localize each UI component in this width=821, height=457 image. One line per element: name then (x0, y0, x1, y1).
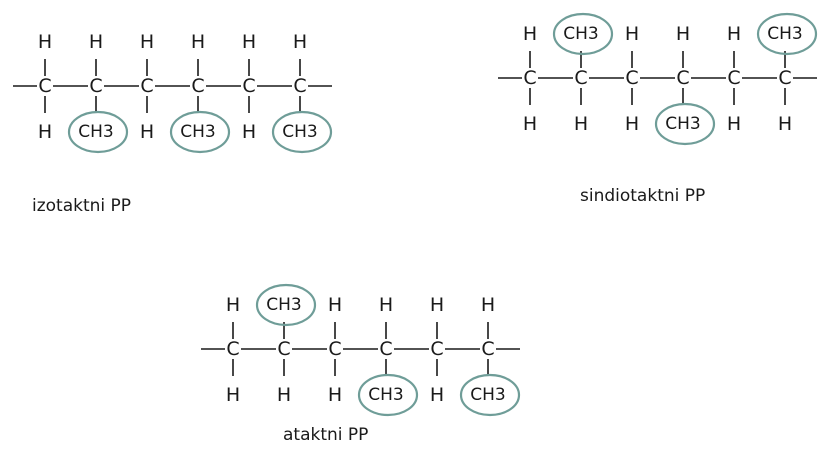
hydrogen-atom: H (625, 113, 639, 135)
methyl-highlight-circle (169, 110, 231, 154)
hydrogen-atom: H (727, 113, 741, 135)
methyl-group: CH3 (470, 385, 505, 405)
carbon-atom: C (89, 75, 102, 97)
methyl-highlight-circle (357, 373, 419, 417)
methyl-highlight-circle (654, 102, 716, 146)
methyl-group: CH3 (563, 24, 598, 44)
methyl-highlight-circle (271, 110, 333, 154)
methyl-highlight-circle (459, 373, 521, 417)
carbon-atom: C (676, 67, 689, 89)
hydrogen-atom: H (38, 121, 52, 143)
methyl-group: CH3 (665, 114, 700, 134)
methyl-group: CH3 (78, 122, 113, 142)
hydrogen-atom: H (89, 31, 103, 53)
hydrogen-atom: H (430, 294, 444, 316)
hydrogen-atom: H (293, 31, 307, 53)
hydrogen-atom: H (328, 294, 342, 316)
methyl-highlight-circle (552, 12, 614, 56)
atactic-caption: ataktni PP (283, 425, 369, 445)
carbon-atom: C (328, 338, 341, 360)
hydrogen-atom: H (277, 384, 291, 406)
carbon-atom: C (277, 338, 290, 360)
hydrogen-atom: H (38, 31, 52, 53)
carbon-atom: C (38, 75, 51, 97)
methyl-highlight-circle (756, 12, 818, 56)
hydrogen-atom: H (328, 384, 342, 406)
hydrogen-atom: H (140, 121, 154, 143)
hydrogen-atom: H (523, 23, 537, 45)
carbon-atom: C (293, 75, 306, 97)
hydrogen-atom: H (191, 31, 205, 53)
hydrogen-atom: H (226, 294, 240, 316)
methyl-group: CH3 (368, 385, 403, 405)
hydrogen-atom: H (430, 384, 444, 406)
hydrogen-atom: H (574, 113, 588, 135)
methyl-group: CH3 (180, 122, 215, 142)
carbon-atom: C (191, 75, 204, 97)
carbon-atom: C (778, 67, 791, 89)
methyl-group: CH3 (767, 24, 802, 44)
syndiotactic-caption: sindiotaktni PP (580, 186, 706, 206)
hydrogen-atom: H (625, 23, 639, 45)
hydrogen-atom: H (481, 294, 495, 316)
hydrogen-atom: H (676, 23, 690, 45)
isotactic-caption: izotaktni PP (32, 196, 132, 216)
hydrogen-atom: H (242, 121, 256, 143)
hydrogen-atom: H (523, 113, 537, 135)
methyl-group: CH3 (282, 122, 317, 142)
carbon-atom: C (226, 338, 239, 360)
carbon-atom: C (727, 67, 740, 89)
carbon-atom: C (625, 67, 638, 89)
hydrogen-atom: H (379, 294, 393, 316)
carbon-atom: C (379, 338, 392, 360)
carbon-atom: C (523, 67, 536, 89)
carbon-atom: C (140, 75, 153, 97)
methyl-highlight-circle (255, 283, 317, 327)
carbon-atom: C (242, 75, 255, 97)
carbon-atom: C (430, 338, 443, 360)
carbon-atom: C (574, 67, 587, 89)
methyl-group: CH3 (266, 295, 301, 315)
hydrogen-atom: H (778, 113, 792, 135)
hydrogen-atom: H (242, 31, 256, 53)
methyl-highlight-circle (67, 110, 129, 154)
hydrogen-atom: H (140, 31, 154, 53)
carbon-atom: C (481, 338, 494, 360)
hydrogen-atom: H (727, 23, 741, 45)
hydrogen-atom: H (226, 384, 240, 406)
